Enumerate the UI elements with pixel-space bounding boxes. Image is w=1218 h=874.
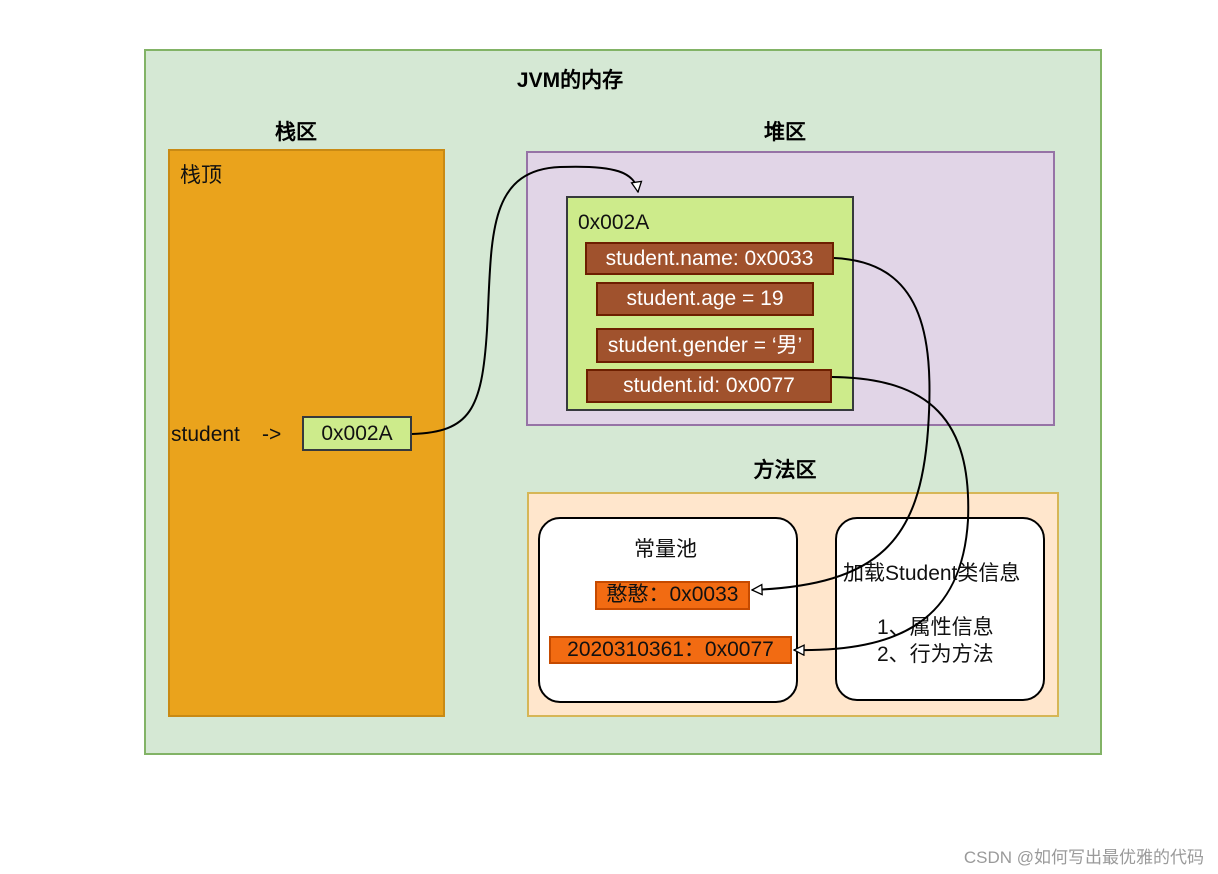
stack-variable-name: student — [171, 423, 240, 446]
class-info-box — [835, 517, 1045, 701]
heap-area-title: 堆区 — [764, 121, 806, 144]
class-info-line: 1、属性信息 — [877, 616, 994, 639]
field-gender: student.gender = ‘男’ — [596, 328, 814, 363]
field-name: student.name: 0x0033 — [585, 242, 834, 275]
constant-pool-title: 常量池 — [634, 538, 697, 561]
stack-reference-box: 0x002A — [302, 416, 412, 451]
field-age: student.age = 19 — [596, 282, 814, 316]
stack-area-title: 栈区 — [275, 121, 317, 144]
class-info-title: 加载Student类信息 — [843, 562, 1021, 585]
field-id: student.id: 0x0077 — [586, 369, 832, 403]
watermark: CSDN @如何写出最优雅的代码 — [963, 848, 1204, 867]
jvm-memory-title: JVM的内存 — [516, 69, 624, 92]
stack-top-label: 栈顶 — [180, 164, 222, 187]
method-area-title: 方法区 — [753, 459, 817, 482]
stack-arrow-text: -> — [262, 423, 282, 446]
class-info-line: 2、行为方法 — [877, 643, 994, 666]
constant-pool-item: 2020310361：0x0077 — [549, 636, 792, 664]
constant-pool-item: 憨憨：0x0033 — [595, 581, 750, 610]
object-address: 0x002A — [578, 211, 650, 234]
